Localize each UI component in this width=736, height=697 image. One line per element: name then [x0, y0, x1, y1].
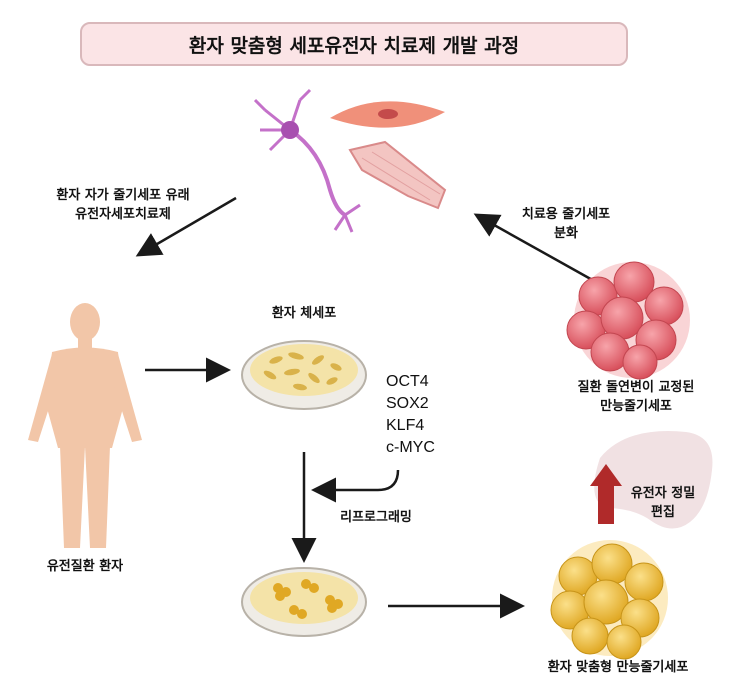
label-patient-ipsc: 환자 맞춤형 만능줄기세포 [547, 660, 689, 675]
arrow-factors-in [311, 469, 400, 503]
reprogramming-factors-list: OCT4 SOX2 KLF4 c-MYC [386, 371, 435, 459]
patient-figure-icon [28, 303, 142, 548]
label-genetic-patient: 유전질환 환자 [46, 559, 124, 574]
label-patient-somatic-cells: 환자 체세포 [271, 306, 337, 321]
ipsc-colony-dish-icon [241, 567, 367, 637]
label-corrected-ipsc: 질환 돌연변이 교정된 만능줄기세포 [577, 380, 695, 414]
label-stemcell-derived-therapy: 환자 자가 줄기세포 유래 유전자세포치료제 [56, 188, 190, 222]
label-gene-editing: 유전자 정밀 편집 [630, 486, 696, 520]
label-therapeutic-differentiation: 치료용 줄기세포 분화 [521, 207, 611, 241]
neuron-icon [253, 88, 361, 233]
title-banner: 환자 맞춤형 세포유전자 치료제 개발 과정 [80, 22, 628, 66]
patient-ipsc-cluster-icon [550, 540, 668, 660]
factor-sox2: SOX2 [386, 395, 429, 412]
factor-oct4: OCT4 [386, 373, 429, 390]
arrow-differentiation [473, 213, 597, 284]
title-text: 환자 맞춤형 세포유전자 치료제 개발 과정 [188, 34, 520, 57]
factor-cmyc: c-MYC [386, 439, 435, 456]
gene-editing-icon [590, 431, 713, 529]
somatic-cell-dish-icon [241, 340, 367, 410]
muscle-fiber-icon [348, 140, 447, 210]
smooth-muscle-cell-icon [330, 101, 445, 128]
upward-arrow-icon [590, 464, 622, 524]
factor-klf4: KLF4 [386, 417, 425, 434]
corrected-ipsc-cluster-icon [566, 261, 690, 380]
arrow-therapy-to-patient [135, 196, 237, 257]
label-reprogramming: 리프로그래밍 [340, 510, 412, 525]
